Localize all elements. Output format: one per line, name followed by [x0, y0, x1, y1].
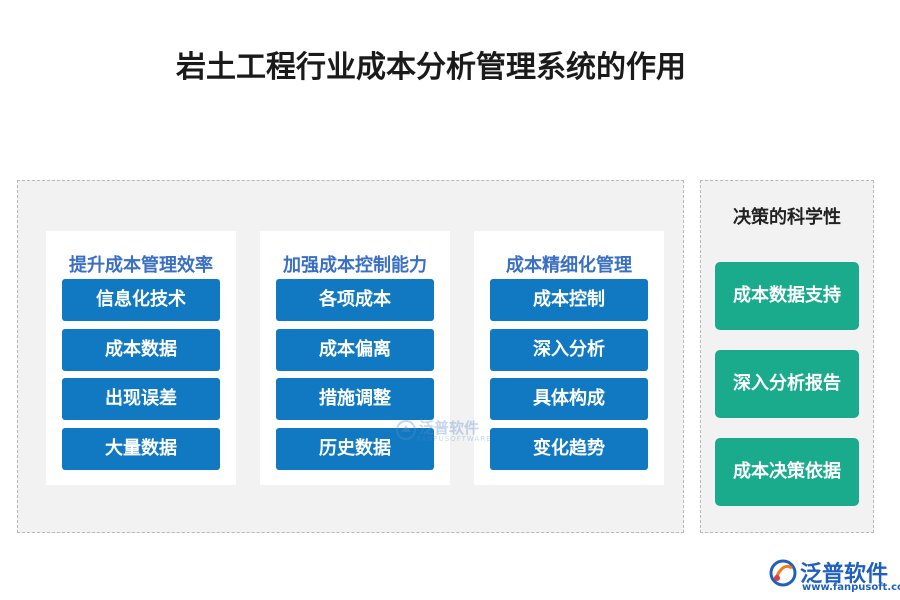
item-box: 出现误差 — [62, 378, 220, 420]
watermark: 泛普软件 FANPUSOFTWARE — [395, 417, 491, 447]
green-box: 深入分析报告 — [715, 350, 859, 418]
item-box: 成本控制 — [490, 279, 648, 321]
item-box: 具体构成 — [490, 378, 648, 420]
item-box: 信息化技术 — [62, 279, 220, 321]
column-refinement: 成本精细化管理 成本控制 深入分析 具体构成 变化趋势 — [474, 231, 664, 485]
logo-url: www.fanpusoft.com — [802, 582, 900, 593]
watermark-text: 泛普软件 — [419, 419, 480, 437]
logo-name: 泛普软件 — [800, 562, 889, 587]
left-panel: 提升成本管理效率 信息化技术 成本数据 出现误差 大量数据 加强成本控制能力 各… — [17, 180, 684, 533]
column-title: 加强成本控制能力 — [283, 255, 427, 276]
item-box: 措施调整 — [276, 378, 434, 420]
watermark-sub: FANPUSOFTWARE — [417, 435, 492, 443]
right-panel: 决策的科学性 成本数据支持 深入分析报告 成本决策依据 — [700, 180, 874, 533]
brand-logo: 泛普软件 www.fanpusoft.com — [768, 556, 900, 596]
item-box: 各项成本 — [276, 279, 434, 321]
page-title: 岩土工程行业成本分析管理系统的作用 — [176, 50, 686, 85]
right-title: 决策的科学性 — [733, 207, 841, 228]
column-title: 提升成本管理效率 — [69, 255, 213, 276]
logo-icon — [769, 559, 797, 587]
item-box: 深入分析 — [490, 329, 648, 371]
green-box: 成本数据支持 — [715, 262, 859, 330]
item-box: 大量数据 — [62, 428, 220, 470]
item-box: 历史数据 — [276, 428, 434, 470]
item-box: 成本偏离 — [276, 329, 434, 371]
item-box: 成本数据 — [62, 329, 220, 371]
column-title: 成本精细化管理 — [506, 255, 632, 276]
logo-icon — [396, 420, 416, 440]
column-efficiency: 提升成本管理效率 信息化技术 成本数据 出现误差 大量数据 — [46, 231, 236, 485]
green-box: 成本决策依据 — [715, 438, 859, 506]
item-box: 变化趋势 — [490, 428, 648, 470]
column-control: 加强成本控制能力 各项成本 成本偏离 措施调整 历史数据 — [260, 231, 450, 485]
